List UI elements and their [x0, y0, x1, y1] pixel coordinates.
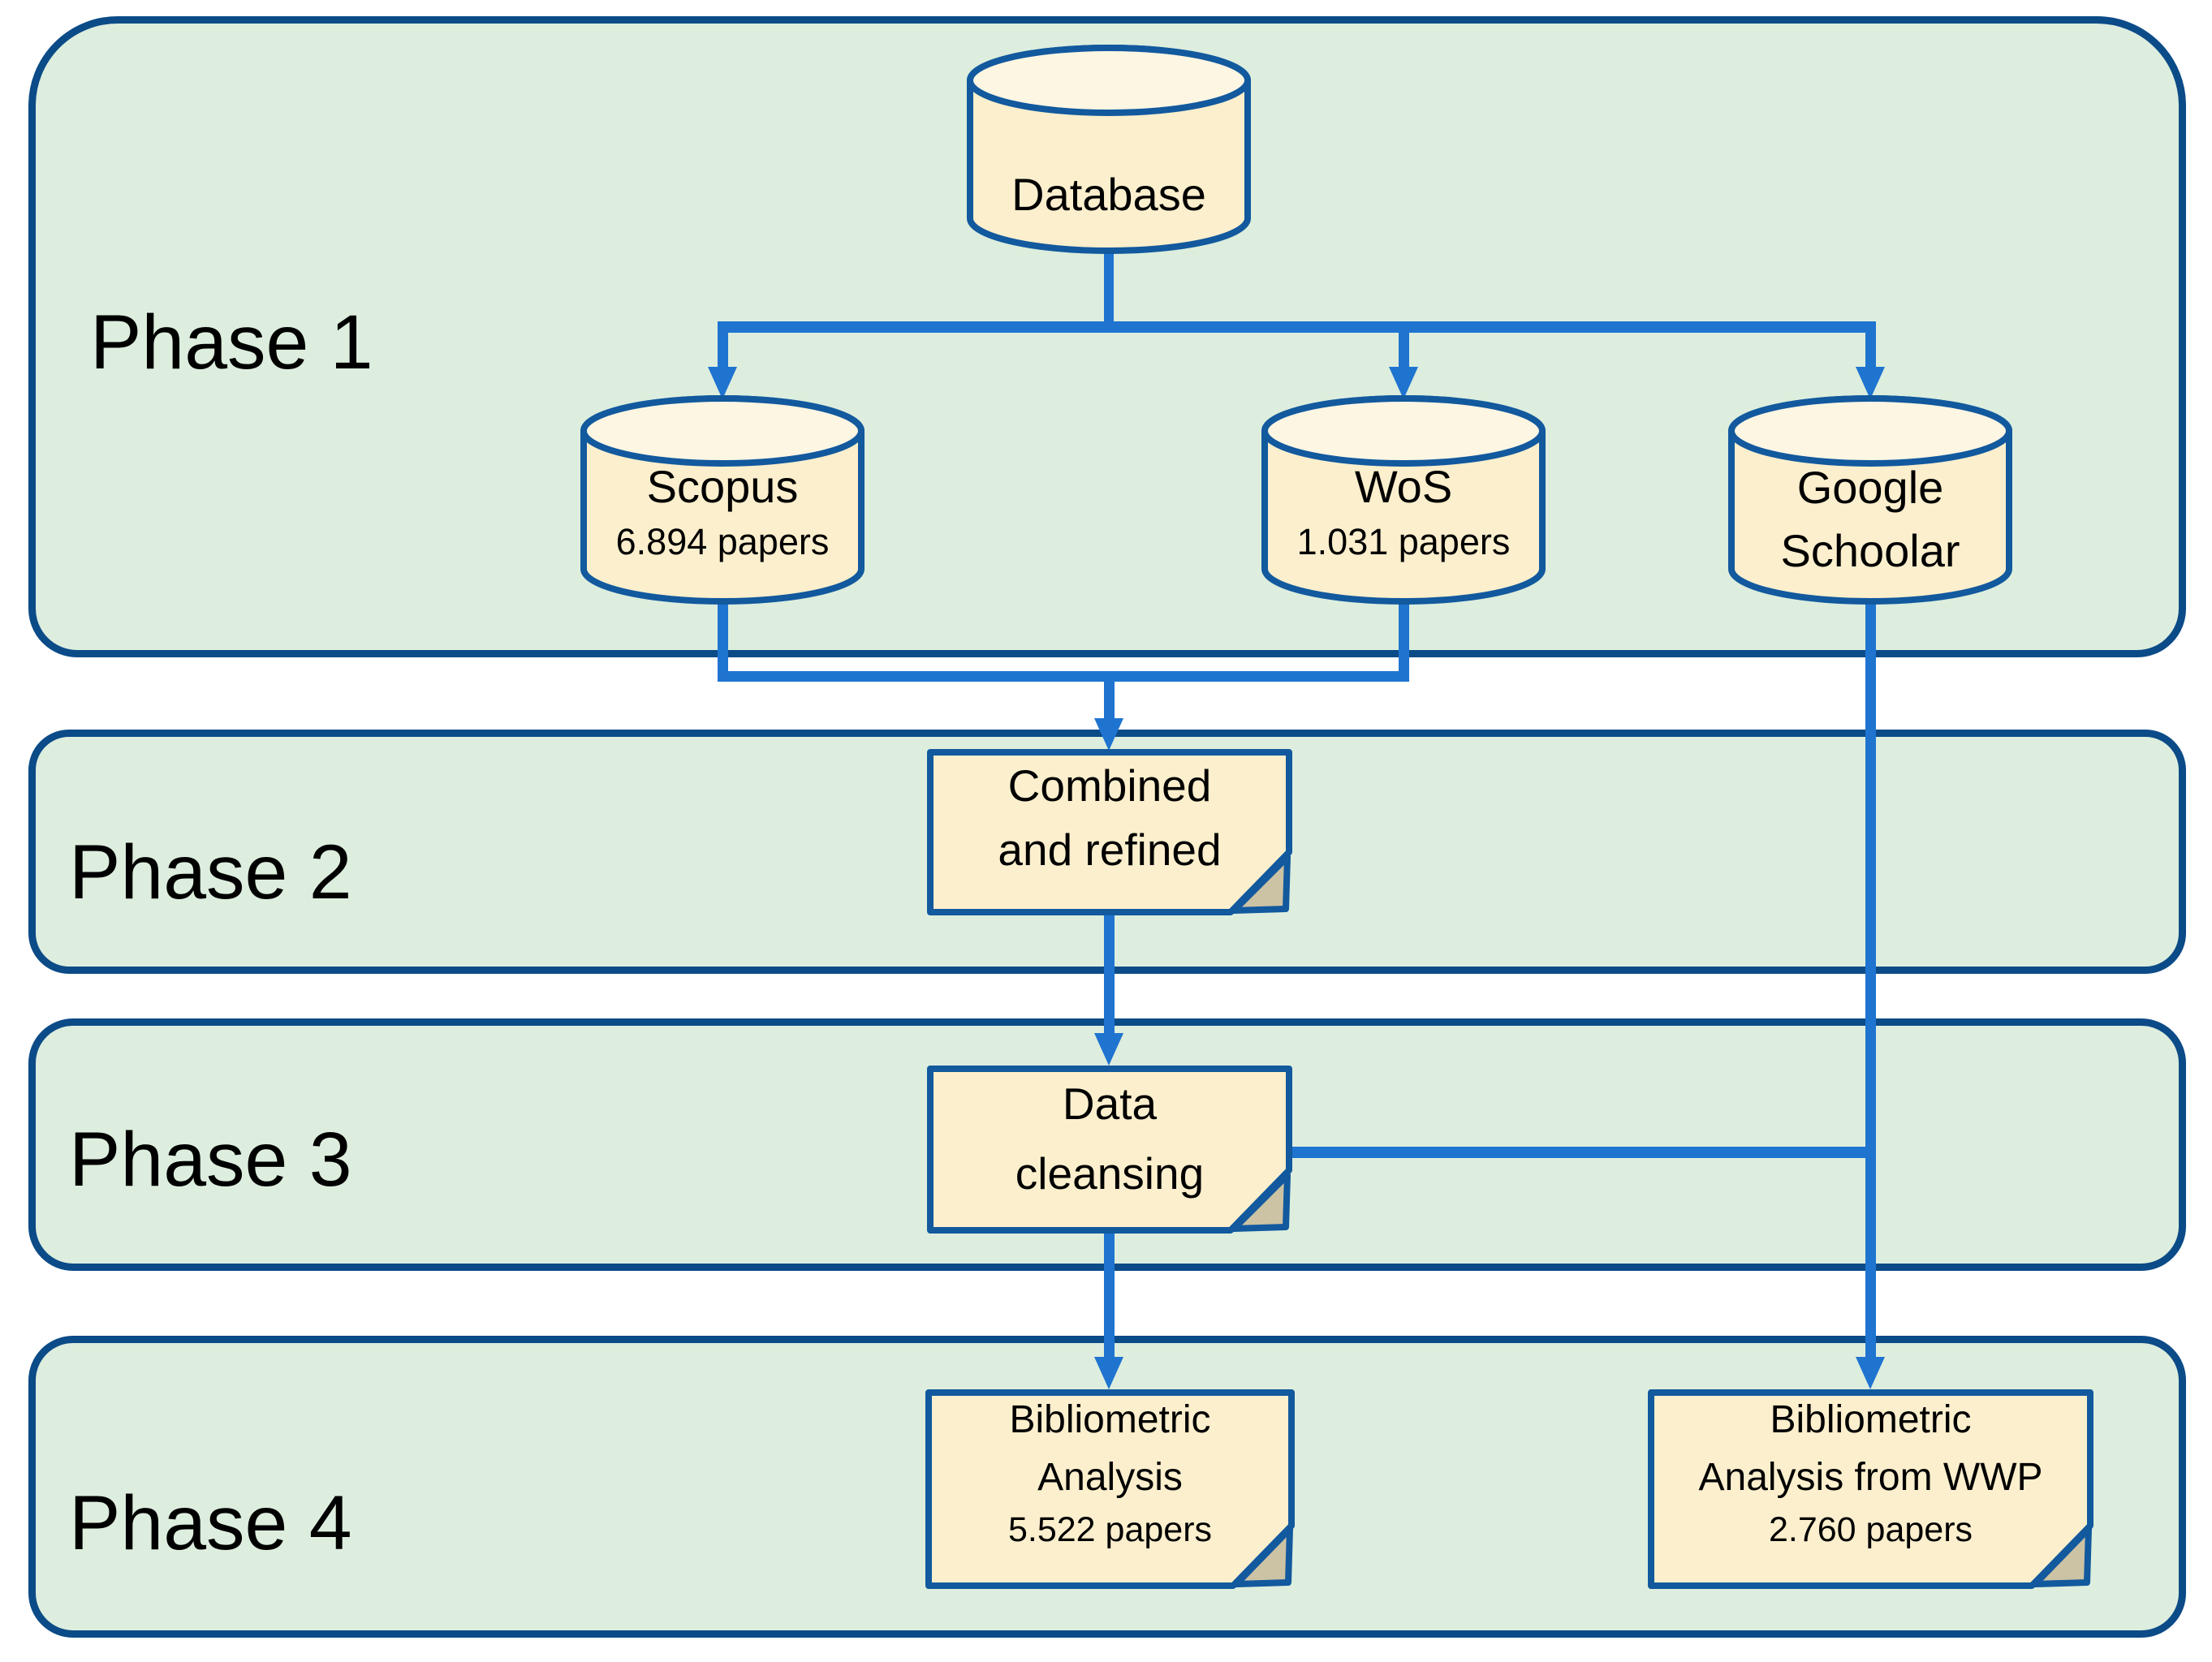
- scopus-cylinder: Scopus 6.894 papers: [580, 395, 865, 605]
- phase-1-label: Phase 1: [90, 299, 373, 385]
- data-cleansing-line2: cleansing: [1015, 1148, 1205, 1199]
- arrowhead-bibliometric-main: [1094, 1357, 1123, 1389]
- connector-drop-scopus: [718, 321, 728, 370]
- combined-line2: and refined: [998, 825, 1222, 875]
- connector-database-stem: [1104, 251, 1114, 327]
- connector-split-horizontal: [718, 321, 1876, 333]
- arrowhead-combined: [1094, 718, 1123, 751]
- folded-note-shape: [1648, 1389, 2093, 1589]
- arrowhead-data-cleansing: [1094, 1033, 1123, 1066]
- bibliometric-wwp-note: Bibliometric Analysis from WWP 2.760 pap…: [1648, 1389, 2093, 1589]
- phase-3-label: Phase 3: [69, 1117, 352, 1203]
- cylinder-shape: [1261, 395, 1546, 605]
- cylinder-shape: [580, 395, 865, 605]
- wos-count: 1.031 papers: [1296, 521, 1511, 562]
- connector-drop-wos: [1399, 321, 1409, 370]
- arrowhead-google: [1856, 367, 1885, 399]
- bibliometric-analysis-note: Bibliometric Analysis 5.522 papers: [925, 1389, 1295, 1589]
- data-cleansing-line1: Data: [1062, 1079, 1158, 1129]
- wos-title: WoS: [1354, 461, 1453, 512]
- phase-2-label: Phase 2: [69, 829, 352, 915]
- arrowhead-wos: [1389, 367, 1418, 399]
- bibliometric-main-line1: Bibliometric: [1009, 1398, 1211, 1441]
- connector-drop-google: [1865, 321, 1876, 370]
- database-cylinder: Database: [966, 45, 1252, 254]
- folded-note-shape: [927, 1066, 1292, 1234]
- scopus-title: Scopus: [646, 461, 799, 512]
- scopus-count: 6.894 papers: [615, 521, 830, 562]
- folded-note-shape: [927, 749, 1292, 915]
- google-scholar-line1: Google: [1796, 462, 1944, 513]
- connector-combined-out: [1104, 913, 1115, 1036]
- combined-line1: Combined: [1007, 760, 1212, 811]
- connector-merge-horizontal: [718, 671, 1409, 682]
- bibliometric-wwp-count: 2.760 papers: [1768, 1510, 1973, 1549]
- bibliometric-wwp-line1: Bibliometric: [1770, 1398, 1972, 1441]
- cylinder-shape: [967, 45, 1251, 254]
- connector-cleansing-right: [1292, 1147, 1871, 1158]
- phase-4-label: Phase 4: [69, 1480, 352, 1566]
- connector-merge-drop: [1104, 671, 1115, 721]
- cylinder-shape: [1728, 395, 2012, 605]
- combined-refined-note: Combined and refined: [927, 749, 1292, 915]
- folded-note-shape: [925, 1389, 1295, 1589]
- connector-cleansing-out: [1104, 1231, 1115, 1359]
- data-cleansing-note: Data cleansing: [927, 1066, 1292, 1234]
- bibliometric-main-line2: Analysis: [1037, 1456, 1183, 1499]
- google-scholar-line2: Schoolar: [1780, 525, 1960, 576]
- wos-cylinder: WoS 1.031 papers: [1261, 395, 1546, 605]
- connector-wos-out: [1399, 603, 1409, 677]
- database-label: Database: [1011, 169, 1206, 220]
- bibliometric-main-count: 5.522 papers: [1007, 1510, 1213, 1549]
- arrowhead-scopus: [708, 367, 737, 399]
- bibliometric-wwp-line2: Analysis from WWP: [1698, 1456, 2043, 1499]
- connector-scopus-out: [718, 603, 728, 677]
- arrowhead-bibliometric-wwp: [1856, 1357, 1885, 1389]
- connector-google-long-vertical: [1865, 603, 1876, 1359]
- google-scholar-cylinder: Google Schoolar: [1727, 395, 2013, 605]
